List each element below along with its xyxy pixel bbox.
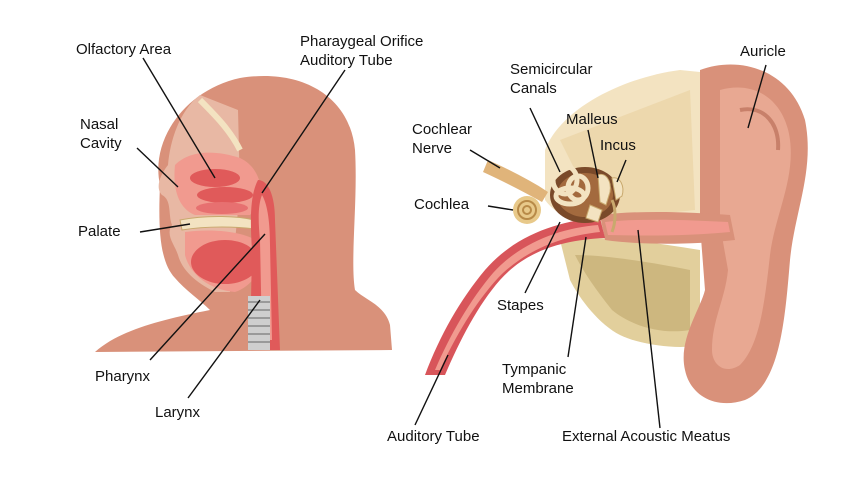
leader-malleus bbox=[587, 129, 599, 179]
label-pharynx: Pharynx bbox=[95, 368, 151, 385]
label-cochlear-nerve-line1: Cochlear bbox=[412, 121, 473, 138]
label-tympanic-line1: Tympanic bbox=[502, 361, 567, 378]
mastoid-shadow bbox=[575, 255, 690, 332]
label-auricle: Auricle bbox=[740, 43, 786, 60]
skull-bone-line bbox=[197, 97, 243, 152]
leader-tympanic bbox=[567, 236, 587, 358]
label-olfactory-area: Olfactory Area bbox=[76, 41, 172, 58]
tympanic-membrane-shape bbox=[610, 199, 617, 233]
label-larynx: Larynx bbox=[155, 404, 201, 421]
leader-olfactory bbox=[142, 57, 216, 179]
label-semicircular-line1: Semicircular bbox=[510, 61, 593, 78]
leader-cochlea bbox=[487, 205, 514, 211]
auditory-tube-lumen bbox=[435, 225, 600, 370]
meatus-lumen bbox=[605, 219, 730, 236]
label-palate: Palate bbox=[78, 223, 121, 240]
turbinate-lower bbox=[196, 202, 248, 214]
leader-cochlear-nerve bbox=[469, 149, 501, 169]
semicircular-canals-shape bbox=[550, 163, 591, 207]
malleus-shape bbox=[597, 173, 611, 206]
label-tympanic-line2: Membrane bbox=[502, 380, 574, 397]
leader-pharynx bbox=[149, 233, 266, 361]
leader-semicircular bbox=[529, 107, 561, 173]
label-external-acoustic-meatus: External Acoustic Meatus bbox=[562, 428, 731, 445]
auricle-inner bbox=[712, 87, 791, 370]
label-malleus: Malleus bbox=[566, 111, 618, 128]
label-nasal-cavity-line2: Cavity bbox=[80, 135, 122, 152]
turbinate-middle bbox=[197, 187, 253, 203]
leader-external-meatus bbox=[637, 229, 661, 429]
leader-auditory-tube bbox=[414, 354, 449, 426]
tongue-shape bbox=[191, 240, 259, 284]
label-semicircular-line2: Canals bbox=[510, 80, 557, 97]
stapes-shape bbox=[585, 204, 603, 223]
auricle-helix bbox=[739, 107, 781, 151]
ear-cross-section bbox=[425, 64, 808, 404]
leader-auricle bbox=[747, 64, 767, 129]
label-stapes: Stapes bbox=[497, 297, 544, 314]
label-pharyngeal-orifice-line2: Auditory Tube bbox=[300, 52, 393, 69]
leader-larynx bbox=[187, 299, 261, 399]
leader-nasal-cavity bbox=[136, 147, 179, 188]
head-cross-section bbox=[95, 75, 392, 352]
leader-pharyngeal-orifice bbox=[261, 69, 346, 194]
label-cochlea: Cochlea bbox=[414, 196, 470, 213]
label-cochlear-nerve-line2: Nerve bbox=[412, 140, 453, 157]
label-nasal-cavity-line1: Nasal bbox=[80, 116, 119, 133]
leader-palate bbox=[139, 223, 191, 233]
incus-shape bbox=[611, 177, 624, 201]
leader-lines bbox=[136, 57, 767, 429]
trachea-rings bbox=[248, 296, 270, 350]
cochlea-shape bbox=[513, 196, 541, 224]
leader-stapes bbox=[524, 221, 561, 294]
cochlear-nerve-shape bbox=[483, 160, 548, 202]
leader-incus bbox=[616, 159, 627, 183]
label-pharyngeal-orifice-line1: Pharaygeal Orifice bbox=[300, 33, 424, 50]
label-auditory-tube: Auditory Tube bbox=[387, 428, 480, 445]
label-incus: Incus bbox=[600, 137, 636, 154]
